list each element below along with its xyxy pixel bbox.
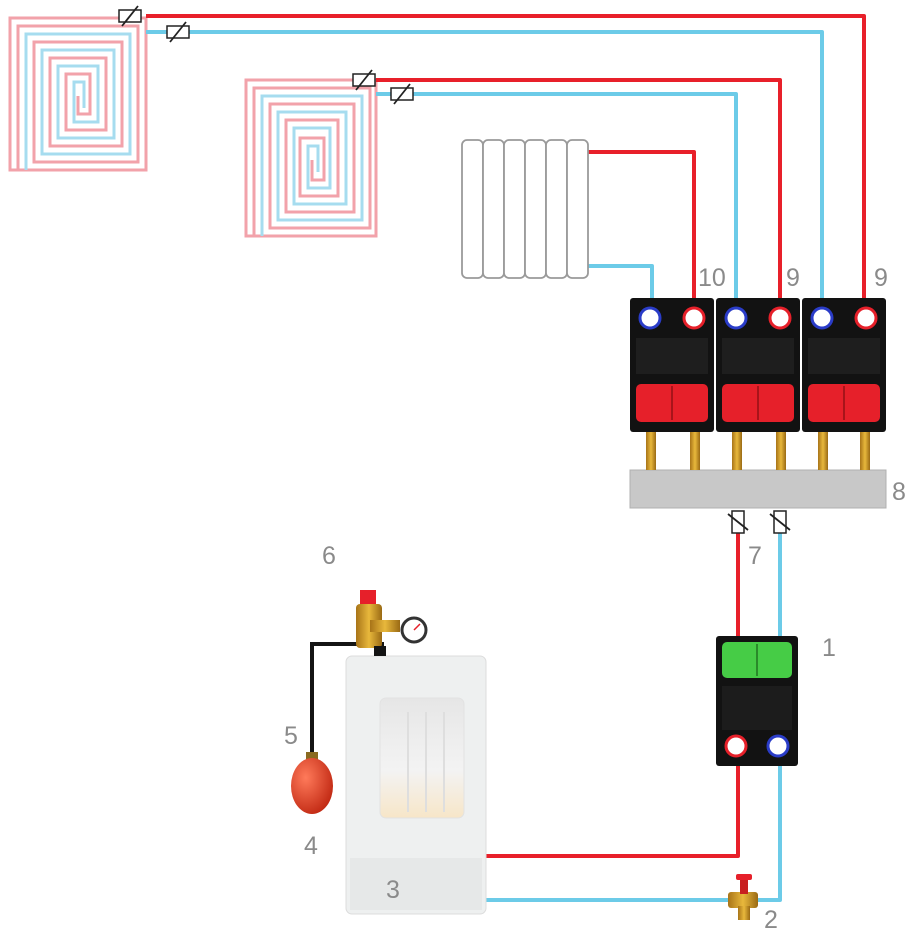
label-expansion-vessel: 4	[304, 832, 318, 860]
label-manifold: 8	[892, 478, 906, 506]
label-expansion-pipe: 5	[284, 722, 298, 750]
label-safety-group: 6	[322, 542, 336, 570]
label-pump-module: 1	[822, 634, 836, 662]
valve-icon	[166, 21, 190, 43]
valve-icon	[769, 510, 791, 534]
label-floor-1-module: 9	[874, 264, 888, 292]
pump-group-floor-1	[802, 298, 886, 432]
valve-icon	[727, 510, 749, 534]
label-floor-2-module: 9	[786, 264, 800, 292]
floor-heating-coil-1	[8, 16, 148, 172]
label-boiler: 3	[386, 876, 400, 904]
radiator-icon	[461, 139, 589, 279]
expansion-vessel	[291, 752, 333, 814]
floor-1-valves	[118, 5, 190, 43]
drain-valve	[728, 874, 758, 920]
floor-heating-coil-2	[244, 78, 378, 238]
pipework	[146, 14, 866, 902]
pump-group-floor-2	[716, 298, 800, 432]
pump-group-radiator	[630, 298, 714, 432]
safety-group	[356, 590, 428, 656]
valve-icon	[390, 83, 414, 105]
label-manifold-valves: 7	[748, 542, 762, 570]
boiler-pump-module	[716, 636, 798, 766]
valve-icon	[118, 5, 142, 27]
manifold	[629, 469, 887, 509]
manifold-valves	[727, 510, 791, 534]
label-radiator-module: 10	[698, 264, 726, 292]
boiler	[345, 655, 487, 915]
module-fittings	[646, 432, 870, 470]
valve-icon	[352, 69, 376, 91]
floor-2-valves	[352, 69, 414, 105]
label-drain-valve: 2	[764, 906, 778, 934]
